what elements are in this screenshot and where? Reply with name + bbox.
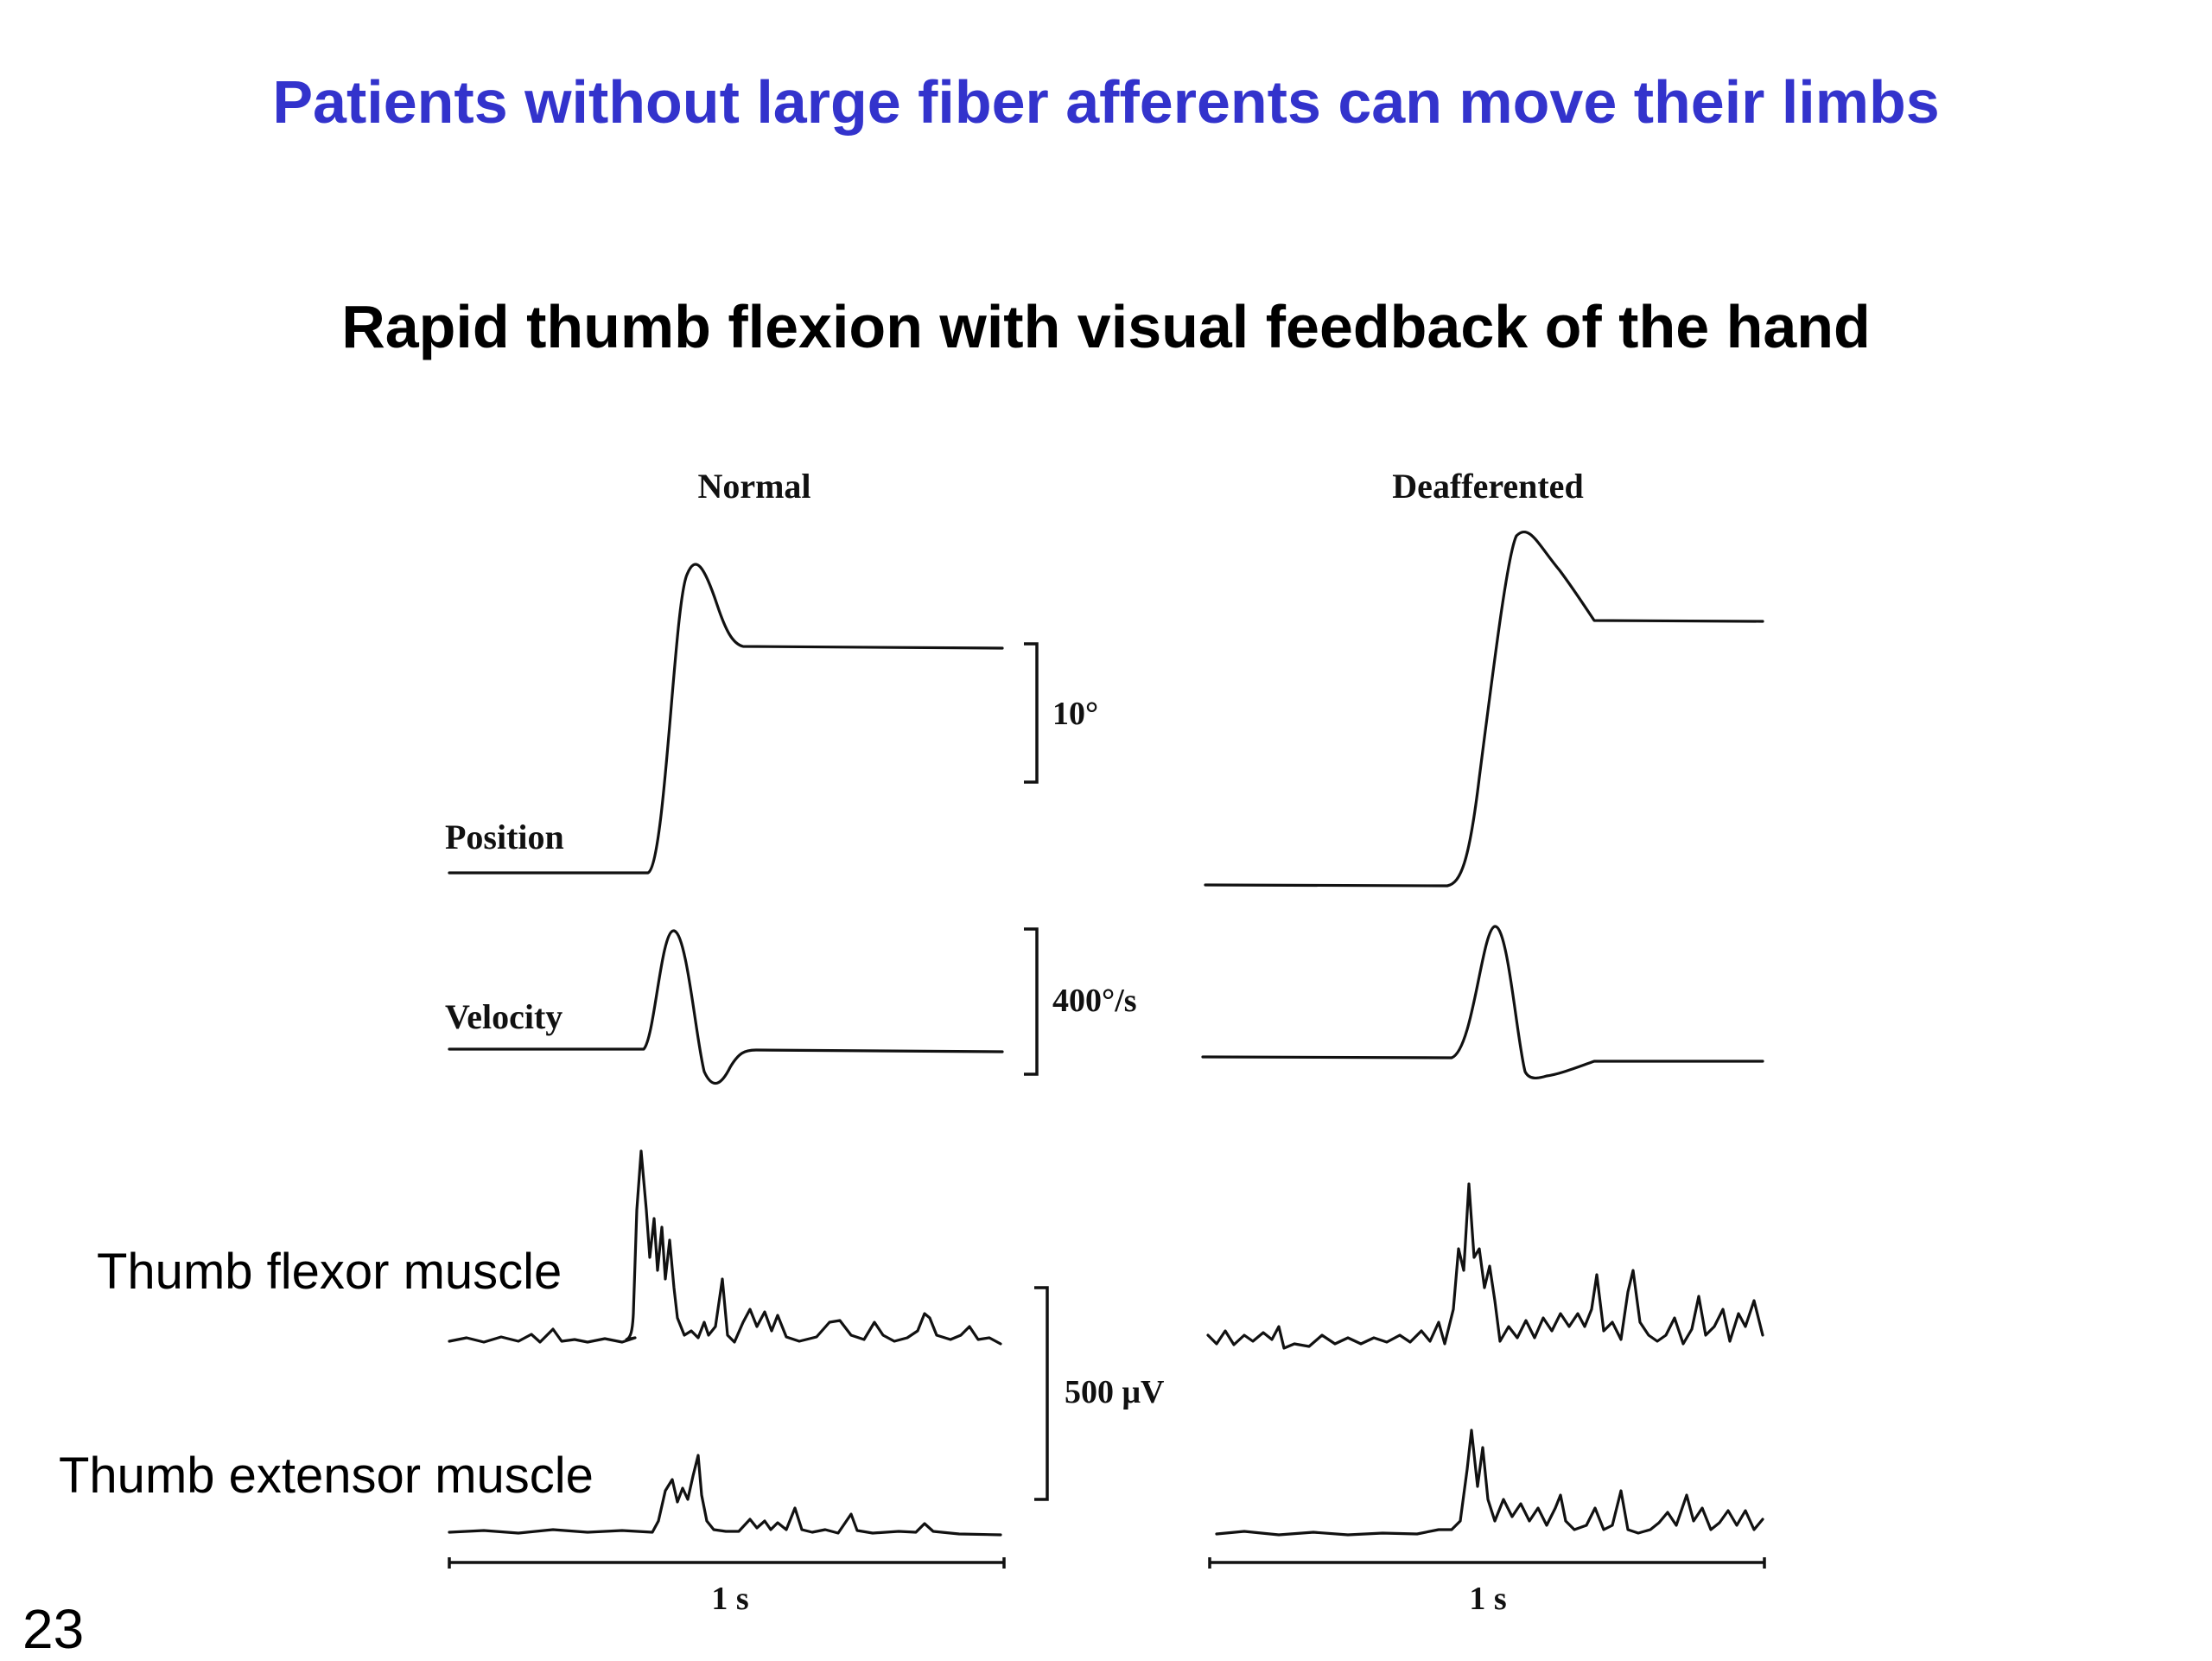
normal-flexor-emg-trace [448,1149,1002,1346]
time-bar-normal [448,1557,1006,1569]
time-label-deafferented: 1 s [1469,1581,1506,1617]
column-header-normal: Normal [697,467,810,506]
normal-extensor-emg-trace [448,1454,1002,1537]
column-header-deafferented: Deafferented [1392,467,1583,506]
scale-label-emg: 500 μV [1065,1374,1165,1410]
scale-label-velocity: 400°/s [1052,983,1137,1019]
time-label-normal: 1 s [711,1581,748,1617]
deafferented-flexor-emg-trace [1206,1182,1764,1350]
scale-bar-emg [1034,1286,1049,1501]
slide-subtitle: Rapid thumb flexion with visual feedback… [341,293,1871,360]
slide-title: Patients without large fiber afferents c… [272,68,1940,136]
scale-bar-velocity [1024,927,1039,1076]
deafferented-position-trace [1204,530,1764,888]
deafferented-velocity-trace [1201,925,1764,1079]
normal-position-trace [448,563,1004,875]
label-thumb-extensor-muscle: Thumb extensor muscle [59,1448,594,1504]
scale-label-position: 10° [1052,696,1098,732]
trace-label-velocity: Velocity [445,997,563,1036]
time-bar-deafferented [1208,1557,1766,1569]
label-thumb-flexor-muscle: Thumb flexor muscle [97,1244,563,1300]
deafferented-extensor-emg-trace [1215,1429,1764,1537]
trace-label-position: Position [445,818,564,856]
page-number: 23 [22,1598,85,1660]
scale-bar-position [1024,642,1039,784]
normal-velocity-trace [448,929,1004,1085]
